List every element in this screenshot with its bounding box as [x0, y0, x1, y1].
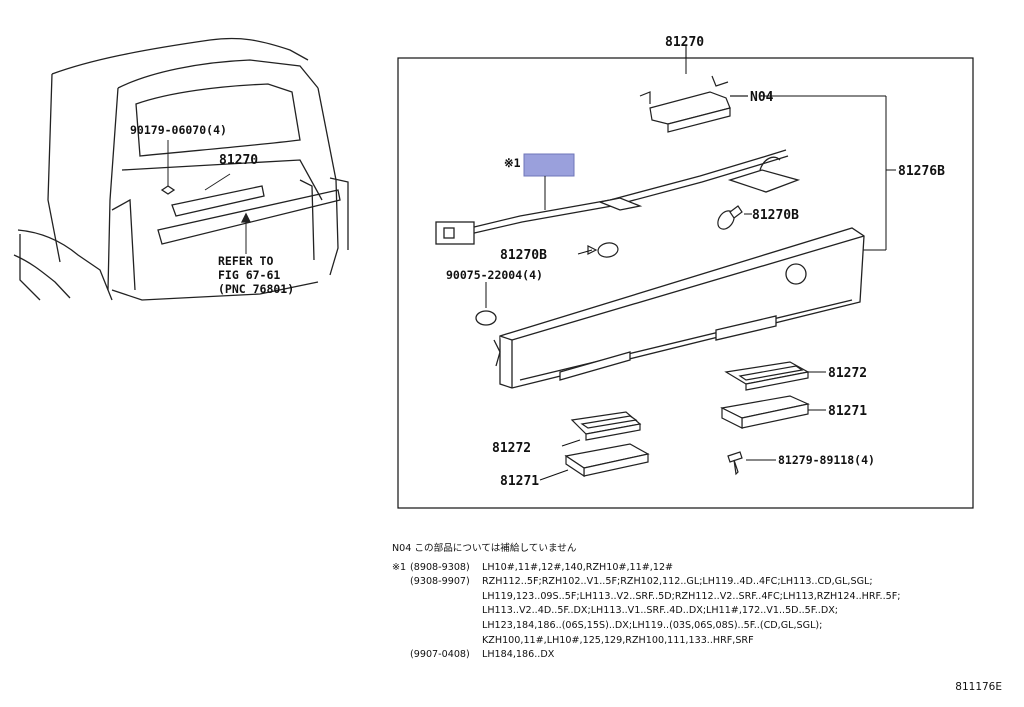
- note-row: ※1 (8908-9308) LH10#,11#,12#,140,RZH10#,…: [392, 561, 900, 576]
- label-note-mark: ※1: [504, 156, 521, 170]
- note-row: LH113..V2..4D..5F..DX;LH113..V1..SRF..4D…: [392, 604, 900, 619]
- note-mark: [392, 634, 410, 649]
- grommet: [475, 310, 497, 326]
- label-81279: 81279-89118(4): [778, 453, 875, 467]
- note-mark: ※1: [392, 561, 407, 573]
- note-range: [410, 634, 482, 649]
- note-text: RZH112..5F;RZH102..V1..5F;RZH102,112..GL…: [482, 576, 873, 588]
- note-row: LH119,123..09S..5F;LH113..V2..SRF..5D;RZ…: [392, 590, 900, 605]
- notes-block: N04 この部品については補給していません ※1 (8908-9308) LH1…: [392, 542, 900, 663]
- lamp-housing-81272-left: [570, 411, 642, 441]
- figure-id: 811176E: [955, 681, 1002, 693]
- note-range: (8908-9308): [410, 561, 470, 573]
- garnish-panel: [493, 227, 865, 389]
- note-mark: [392, 590, 410, 605]
- connector-bracket: [639, 75, 748, 133]
- note-mark: [392, 575, 410, 590]
- note-text: LH123,184,186..(06S,15S)..DX;LH119..(03S…: [482, 619, 823, 631]
- lamp-housing-81272-right: [724, 361, 810, 391]
- note-range: [410, 604, 482, 619]
- note-text: LH113..V2..4D..5F..DX;LH113..V1..SRF..4D…: [482, 605, 839, 617]
- note-mark: [392, 604, 410, 619]
- label-n04: N04: [750, 90, 774, 105]
- label-81270-left: 81270: [219, 153, 258, 168]
- label-refer-to: REFER TO: [218, 254, 273, 268]
- note-text: LH10#,11#,12#,140,RZH10#,11#,12#: [482, 561, 674, 573]
- lens-81271-left: [564, 443, 650, 478]
- label-pnc: (PNC 76801): [218, 282, 294, 296]
- note-row: (9308-9907) RZH112..5F;RZH102..V1..5F;RZ…: [392, 575, 900, 590]
- label-81270b-left: 81270B: [500, 248, 547, 263]
- vehicle-rear-view: [13, 37, 349, 301]
- note-text: LH184,186..DX: [482, 649, 555, 661]
- exploded-view: [397, 46, 974, 509]
- label-fig: FIG 67-61: [218, 268, 280, 282]
- note-range: [410, 590, 482, 605]
- lens-81271-right: [720, 395, 810, 429]
- wire-harness: [435, 149, 801, 245]
- note-range: (9308-9907): [410, 576, 470, 588]
- label-90075: 90075-22004(4): [446, 268, 543, 282]
- bulb-right: [717, 205, 743, 230]
- label-81276b: 81276B: [898, 164, 945, 179]
- screw: [727, 451, 743, 476]
- note-mark: [392, 648, 410, 663]
- note-mark: [392, 619, 410, 634]
- label-81272-left: 81272: [492, 441, 531, 456]
- note-row: KZH100,11#,LH10#,125,129,RZH100,111,133.…: [392, 634, 900, 649]
- note-row: LH123,184,186..(06S,15S)..DX;LH119..(03S…: [392, 619, 900, 634]
- label-81272-right: 81272: [828, 366, 867, 381]
- note-text: KZH100,11#,LH10#,125,129,RZH100,111,133.…: [482, 634, 754, 646]
- label-81270-top: 81270: [665, 35, 704, 50]
- label-81271-right: 81271: [828, 404, 867, 419]
- label-81270b-right: 81270B: [752, 208, 799, 223]
- note-n04: N04 この部品については補給していません: [392, 543, 577, 554]
- note-text: LH119,123..09S..5F;LH113..V2..SRF..5D;RZ…: [482, 590, 901, 602]
- label-81271-left: 81271: [500, 474, 539, 489]
- note-range: [410, 619, 482, 634]
- note-row: (9907-0408) LH184,186..DX: [392, 648, 900, 663]
- label-90179: 90179-06070(4): [130, 123, 227, 137]
- bulb-left: [587, 242, 619, 258]
- note-range: (9907-0408): [410, 649, 470, 661]
